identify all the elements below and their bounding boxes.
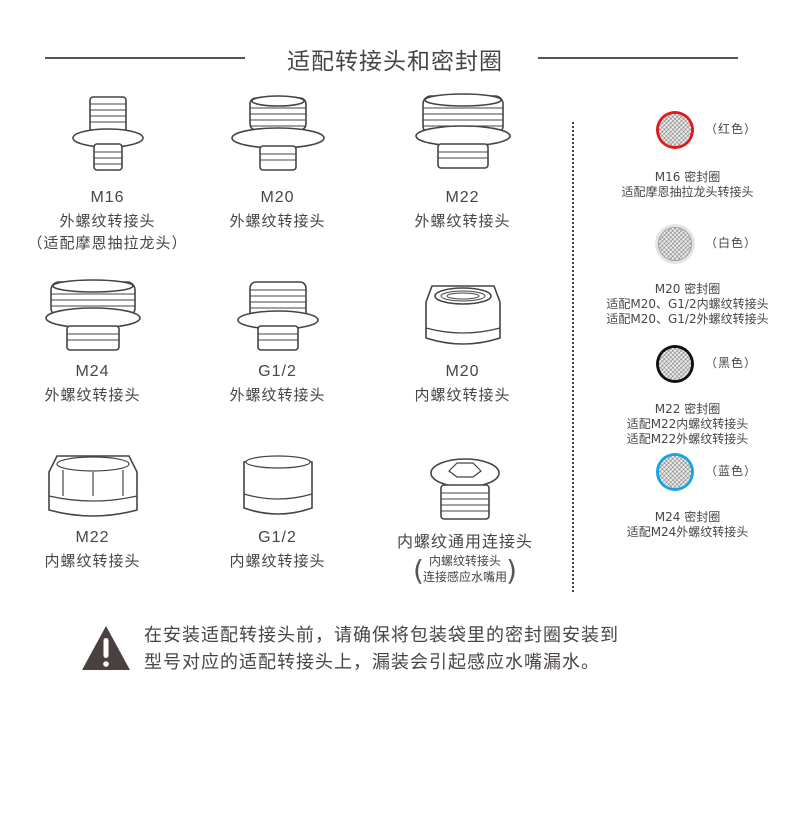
seal-m20: （白色） M20 密封圈 适配M20、G1/2内螺纹转接头 适配M20、G1/2…: [585, 228, 790, 327]
warning-line: 型号对应的适配转接头上，漏装会引起感应水嘴漏水。: [144, 652, 600, 673]
adapter-desc: 外螺纹转接头: [414, 212, 511, 230]
hex-female-adapter-icon: [47, 455, 138, 517]
adapter-code: M22: [445, 189, 480, 206]
adapter-code: G1/2: [258, 363, 297, 380]
seal-color-label: （蓝色）: [705, 464, 758, 478]
male-adapter-icon: [414, 93, 511, 169]
adapter-m22-female: M22 内螺纹转接头: [5, 450, 180, 572]
female-adapter-icon: [242, 455, 313, 515]
adapter-m20-male: M20 外螺纹转接头: [190, 92, 365, 232]
seal-line: 适配摩恩抽拉龙头转接头: [621, 185, 754, 199]
seal-title: M20 密封圈: [654, 282, 721, 296]
seal-line: 适配M22内螺纹转接头: [626, 417, 749, 431]
male-adapter-icon: [71, 96, 144, 171]
adapter-desc: 内螺纹转接头: [44, 552, 141, 570]
seal-line: 适配M24外螺纹转接头: [626, 525, 749, 539]
adapter-note-line: 内螺纹转接头: [428, 554, 501, 568]
title-rule-left: [45, 57, 245, 59]
adapter-desc: 内螺纹转接头: [229, 552, 326, 570]
female-adapter-icon: [424, 285, 501, 345]
section-header: 适配转接头和密封圈: [0, 38, 790, 78]
adapter-m22-male: M22 外螺纹转接头: [375, 92, 550, 232]
seal-line: 适配M20、G1/2外螺纹转接头: [606, 312, 769, 326]
adapter-desc: 外螺纹转接头: [44, 386, 141, 404]
seal-m24: （蓝色） M24 密封圈 适配M24外螺纹转接头: [585, 456, 790, 540]
male-adapter-icon: [230, 95, 325, 171]
seal-color-label: （白色）: [705, 236, 758, 250]
warning-notice: 在安装适配转接头前，请确保将包装袋里的密封圈安装到 型号对应的适配转接头上，漏装…: [80, 622, 720, 682]
hex-plug-icon: [430, 458, 500, 520]
adapter-g12-male: G1/2 外螺纹转接头: [190, 278, 365, 406]
seal-title: M22 密封圈: [654, 402, 721, 416]
page-title: 适配转接头和密封圈: [287, 49, 503, 75]
seal-ring-blue-icon: [659, 456, 691, 488]
adapter-desc: 内螺纹通用连接头: [396, 532, 533, 551]
seal-color-label: （红色）: [705, 122, 758, 136]
adapter-g12-female: G1/2 内螺纹转接头: [190, 450, 365, 572]
adapter-universal-plug: 内螺纹通用连接头 ( 内螺纹转接头 连接感应水嘴用 ): [375, 455, 555, 587]
adapter-note-line: 连接感应水嘴用: [422, 570, 507, 584]
seal-ring-red-icon: [659, 114, 691, 146]
warning-triangle-icon: [82, 626, 130, 670]
seal-m16: （红色） M16 密封圈 适配摩恩抽拉龙头转接头: [585, 114, 790, 200]
adapter-note-group: ( 内螺纹转接头 连接感应水嘴用 ): [412, 554, 517, 587]
title-rule-right: [538, 57, 738, 59]
seal-title: M16 密封圈: [654, 170, 721, 184]
adapter-desc: 内螺纹转接头: [414, 386, 511, 404]
adapter-m16-male: M16 外螺纹转接头 （适配摩恩抽拉龙头）: [20, 92, 195, 254]
adapter-desc: 外螺纹转接头: [229, 212, 326, 230]
adapter-m20-female: M20 内螺纹转接头: [375, 278, 550, 406]
adapter-code: G1/2: [258, 529, 297, 546]
adapter-code: M22: [75, 529, 110, 546]
adapter-code: M16: [90, 189, 125, 206]
male-adapter-icon: [44, 279, 141, 351]
warning-line: 在安装适配转接头前，请确保将包装袋里的密封圈安装到: [144, 625, 619, 646]
seal-m22: （黑色） M22 密封圈 适配M22内螺纹转接头 适配M22外螺纹转接头: [585, 348, 790, 447]
male-adapter-icon: [236, 281, 319, 351]
warning-text: 在安装适配转接头前，请确保将包装袋里的密封圈安装到 型号对应的适配转接头上，漏装…: [144, 622, 619, 676]
seal-ring-white-icon: [659, 228, 691, 260]
adapter-m24-male: M24 外螺纹转接头: [5, 278, 180, 406]
adapter-code: M24: [75, 363, 110, 380]
dotted-divider: [572, 122, 574, 592]
seal-ring-black-icon: [659, 348, 691, 380]
adapter-desc: 外螺纹转接头: [59, 212, 156, 230]
adapter-code: M20: [260, 189, 295, 206]
seal-line: 适配M20、G1/2内螺纹转接头: [606, 297, 769, 311]
seal-title: M24 密封圈: [654, 510, 721, 524]
seal-color-label: （黑色）: [705, 356, 758, 370]
seal-line: 适配M22外螺纹转接头: [626, 432, 749, 446]
adapter-note: （适配摩恩抽拉龙头）: [27, 234, 188, 252]
adapter-desc: 外螺纹转接头: [229, 386, 326, 404]
adapter-code: M20: [445, 363, 480, 380]
